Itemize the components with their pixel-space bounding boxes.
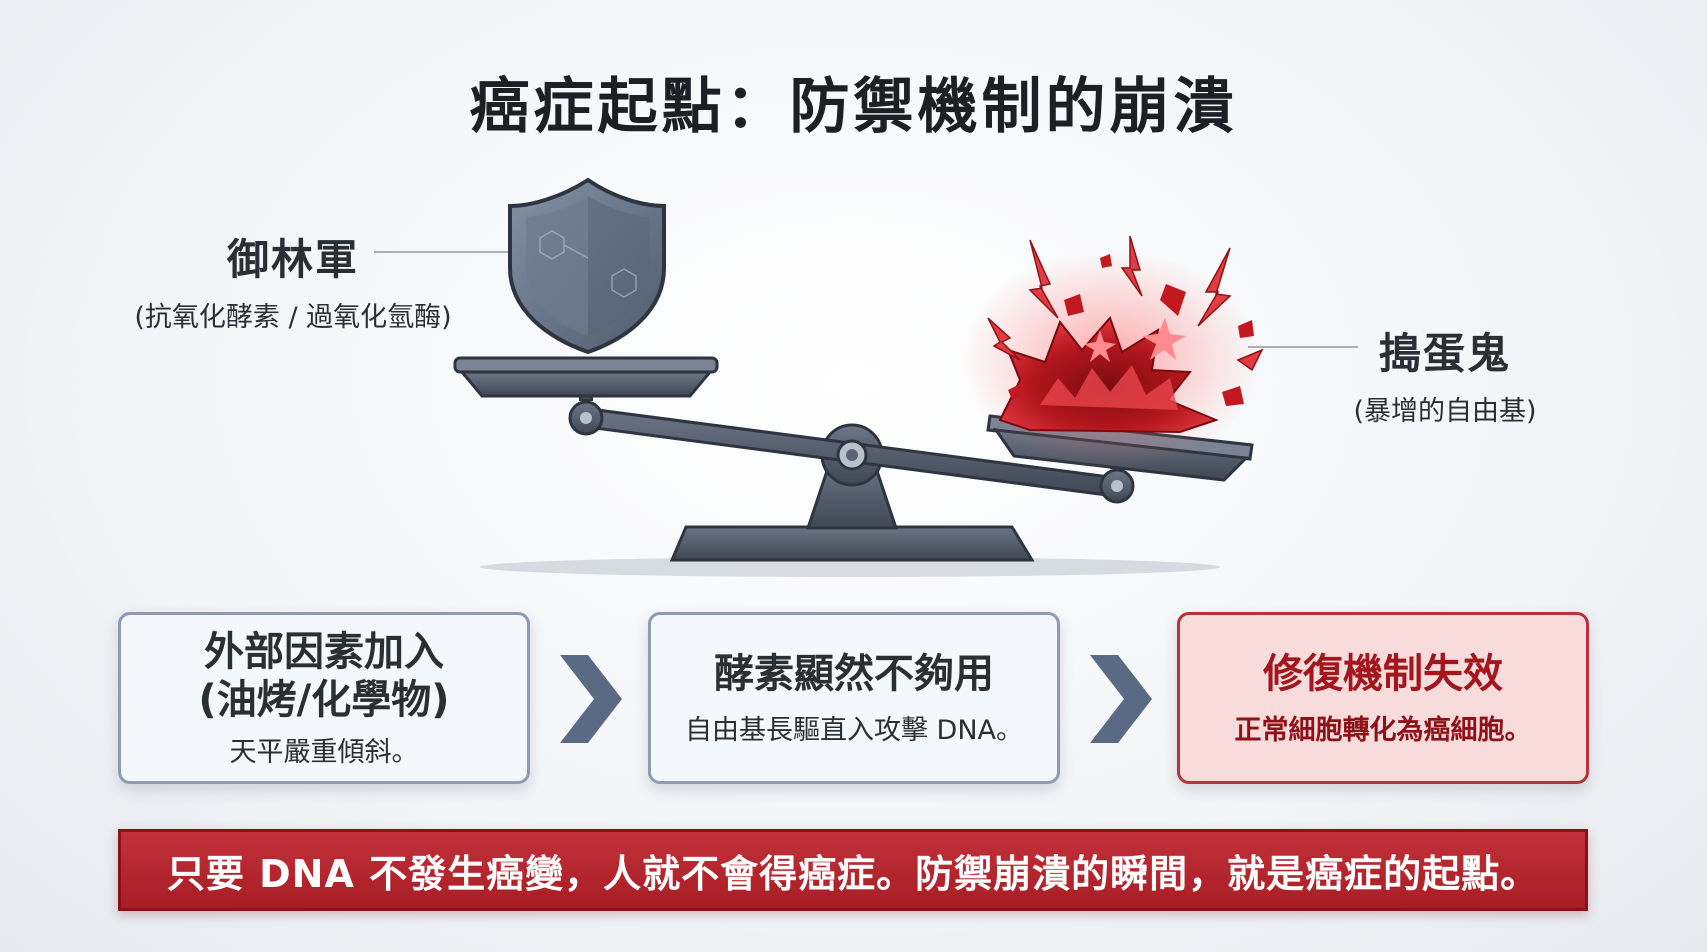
shield-icon bbox=[508, 177, 666, 355]
step-3-heading: 修復機制失效 bbox=[1263, 650, 1503, 697]
defender-label-subtitle: (抗氧化酵素 / 過氧化氫酶) bbox=[134, 302, 452, 333]
step-3-description: 正常細胞轉化為癌細胞。 bbox=[1234, 714, 1532, 746]
page-title: 癌症起點：防禦機制的崩潰 bbox=[469, 72, 1238, 142]
ground-shadow bbox=[480, 557, 1220, 577]
step-card-enzymes-insufficient: 酵素顯然不夠用 自由基長驅直入攻擊 DNA。 bbox=[648, 612, 1060, 784]
defender-label: 御林軍 (抗氧化酵素 / 過氧化氫酶) bbox=[108, 226, 478, 334]
step-2-heading: 酵素顯然不夠用 bbox=[714, 650, 994, 697]
balance-scale-illustration bbox=[453, 177, 1264, 577]
step-card-repair-failure: 修復機制失效 正常細胞轉化為癌細胞。 bbox=[1177, 612, 1589, 784]
left-pan bbox=[453, 356, 719, 398]
step-2-description: 自由基長驅直入攻擊 DNA。 bbox=[684, 714, 1024, 746]
chevron-right-icon bbox=[560, 655, 622, 743]
step-1-description: 天平嚴重傾斜。 bbox=[229, 736, 419, 768]
defender-leader-line bbox=[374, 251, 514, 253]
step-1-heading-sub: (油烤/化學物) bbox=[198, 676, 450, 723]
step-card-external-factors: 外部因素加入 (油烤/化學物) 天平嚴重傾斜。 bbox=[118, 612, 530, 784]
explosion-icon bbox=[960, 235, 1264, 470]
troublemaker-leader-line bbox=[1248, 346, 1358, 348]
chevron-right-icon bbox=[1090, 655, 1152, 743]
conclusion-banner: 只要 DNA 不發生癌變，人就不會得癌症。防禦崩潰的瞬間，就是癌症的起點。 bbox=[118, 829, 1588, 911]
defender-label-title: 御林軍 bbox=[226, 235, 359, 284]
troublemaker-label: 搗蛋鬼 (暴增的自由基) bbox=[1330, 320, 1560, 428]
troublemaker-label-subtitle: (暴增的自由基) bbox=[1353, 396, 1537, 427]
step-1-heading: 外部因素加入 bbox=[204, 628, 444, 675]
troublemaker-label-title: 搗蛋鬼 bbox=[1378, 329, 1511, 378]
